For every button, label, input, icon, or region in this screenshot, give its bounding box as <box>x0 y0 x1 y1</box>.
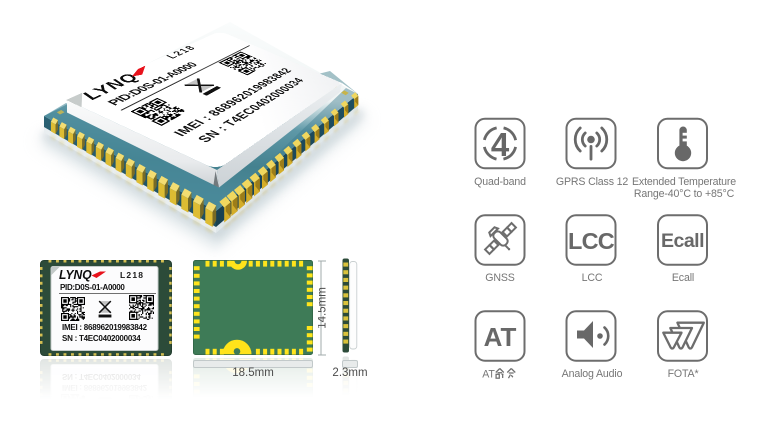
svg-text:14.5mm: 14.5mm <box>318 287 329 329</box>
svg-text:AT: AT <box>484 322 517 352</box>
svg-text:Ecall: Ecall <box>661 230 704 252</box>
svg-text:LCC: LCC <box>568 228 615 254</box>
svg-text:4: 4 <box>491 126 510 163</box>
